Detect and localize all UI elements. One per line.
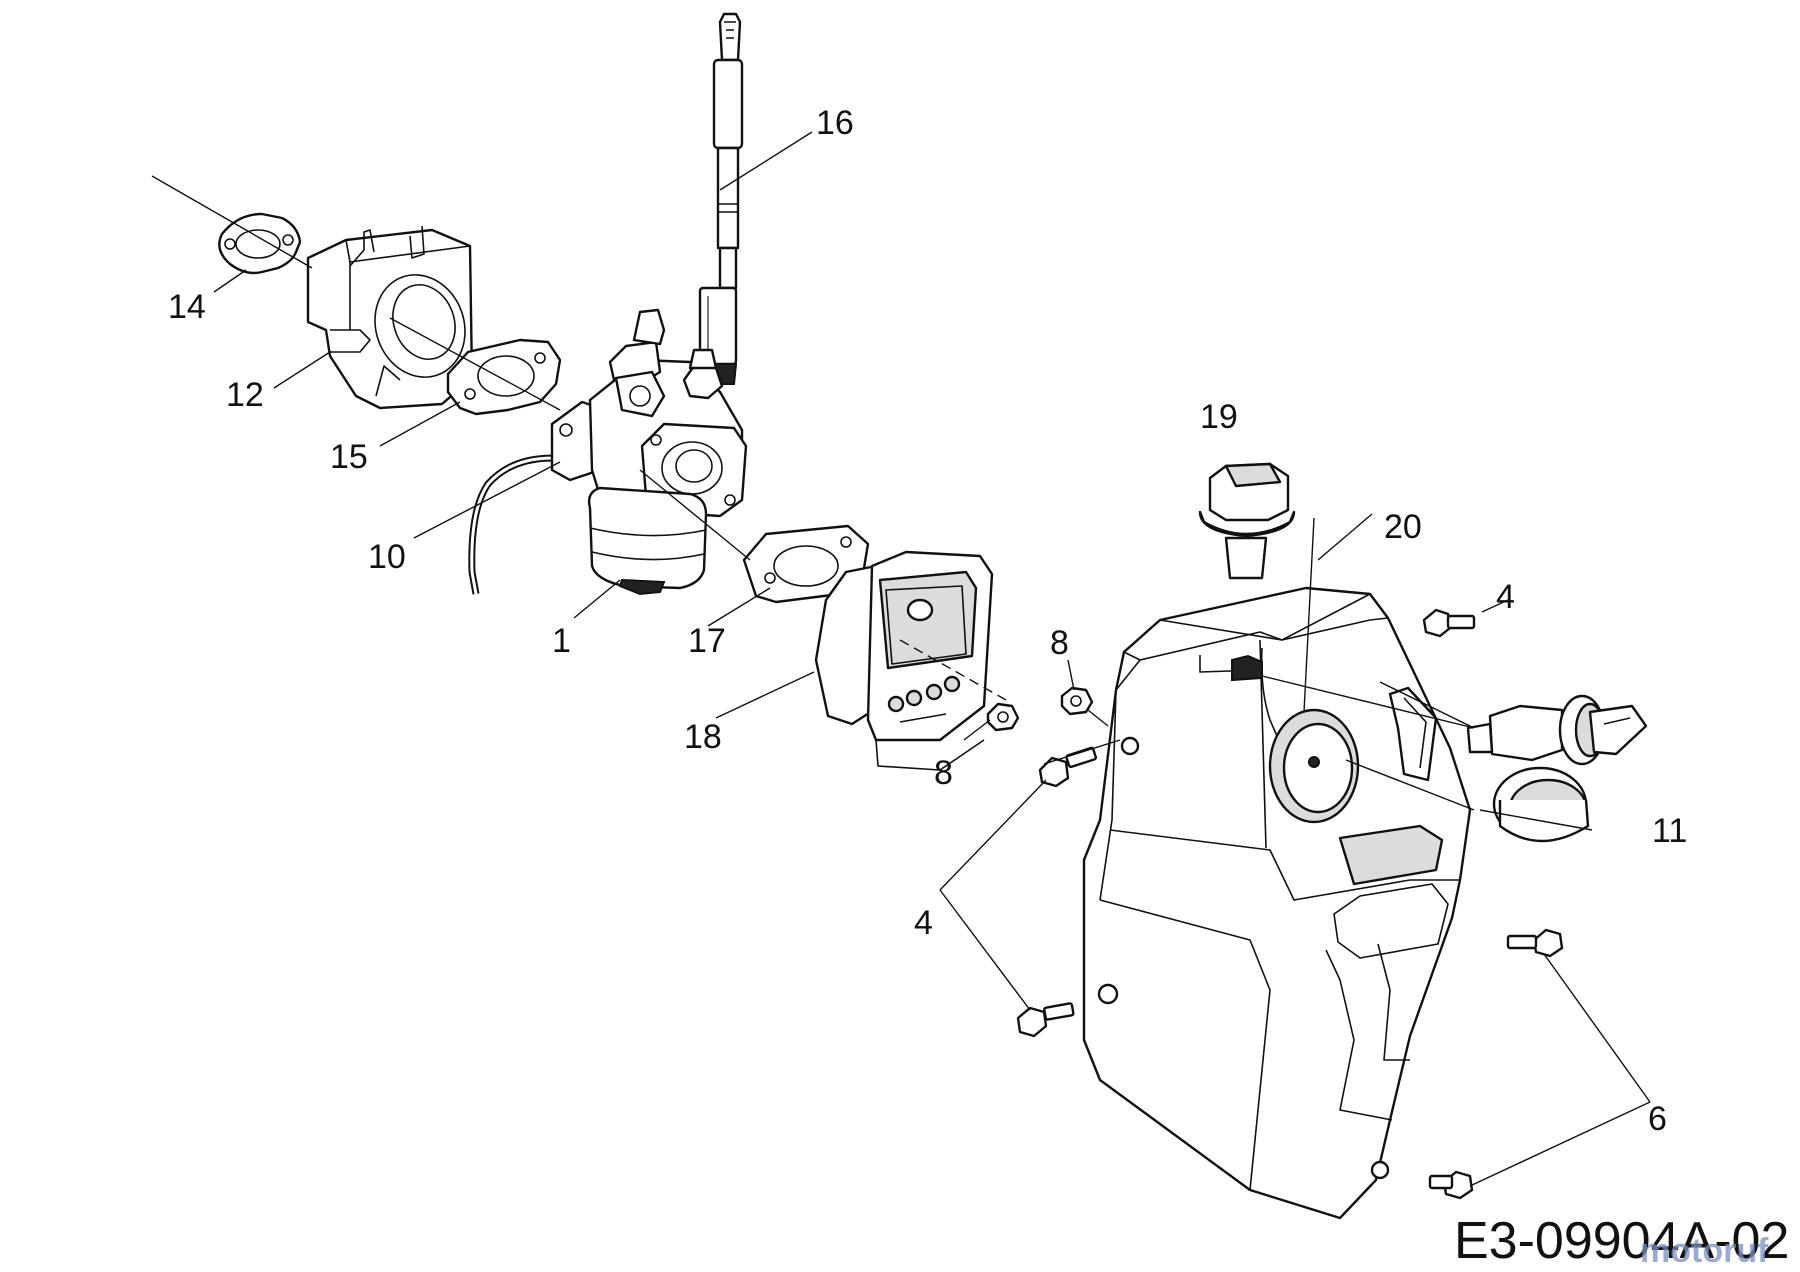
part-8-nut-upper: [1060, 686, 1094, 716]
part-19-fuel-cap: [1198, 462, 1296, 580]
callout-14: 14: [168, 288, 206, 326]
drawing-code: E3-09904A-02: [1454, 1212, 1789, 1270]
part-4-bolt-upper: [1038, 746, 1098, 788]
part-11-cap: [1492, 766, 1590, 843]
part-6-bolt-lower: [1428, 1170, 1474, 1200]
callout-18: 18: [684, 718, 722, 756]
watermark-logo: motoruf: [1640, 1232, 1769, 1270]
callout-8-upper: 8: [1050, 624, 1069, 662]
leader-lines: [151, 131, 1651, 1187]
callout-6: 6: [1648, 1100, 1667, 1138]
callout-labels: 1 4 4 6 8 8 10 11 12 14 15 16 17 18 19 2…: [168, 104, 1687, 1138]
callout-15: 15: [330, 438, 368, 476]
callout-8-lower: 8: [934, 754, 953, 792]
key-switch-assembly: [1466, 694, 1648, 766]
callout-11: 11: [1652, 812, 1687, 850]
part-4-bolt-lower: [1016, 1002, 1075, 1038]
part-8-nut-lower: [986, 702, 1020, 732]
part-18-air-box: [814, 550, 994, 771]
part-16-choke-rod: [698, 12, 744, 385]
callout-16: 16: [816, 104, 854, 142]
callout-12: 12: [226, 376, 264, 414]
callout-4-left: 4: [914, 904, 933, 942]
callout-17: 17: [688, 622, 726, 660]
callout-4-top-right: 4: [1496, 578, 1515, 616]
callout-10: 10: [368, 538, 406, 576]
part-4-bolt-top-right: [1422, 608, 1476, 638]
part-6-bolt-upper: [1506, 928, 1564, 958]
part-12-insulator: [306, 225, 474, 410]
callout-19: 19: [1200, 398, 1238, 436]
part-14-gasket: [218, 212, 302, 275]
part-20-fuel-tank: [1082, 586, 1472, 1220]
callout-20: 20: [1384, 508, 1422, 546]
callout-1: 1: [552, 622, 571, 660]
